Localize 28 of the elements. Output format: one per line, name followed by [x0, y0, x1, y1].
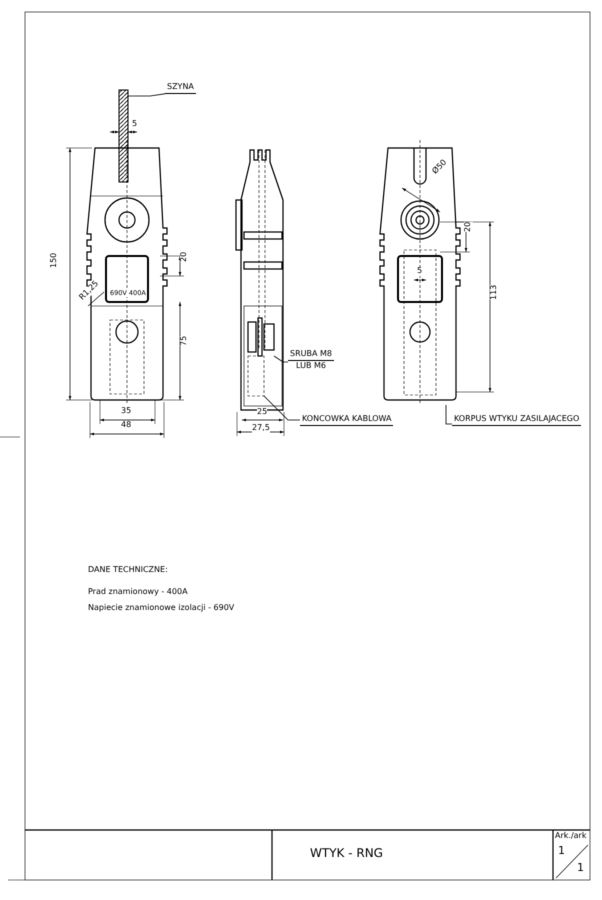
spec-text: Prad znamionowy - 400A — [88, 588, 188, 597]
dimension-label: 150 — [50, 252, 59, 268]
dimension-label: 48 — [121, 421, 132, 430]
leader-line — [274, 356, 288, 362]
dimension-label: 20 — [464, 222, 473, 232]
sheet-label: Ark./ark — [555, 832, 586, 841]
heading-text: DANE TECHNICZNE: — [88, 566, 168, 575]
spec-text: Napiecie znamionowe izolacji - 690V — [88, 604, 234, 613]
dimension-label: 27,5 — [252, 424, 270, 433]
busbar-drawing — [118, 90, 128, 182]
dimension-label: 5 — [132, 120, 138, 129]
plug-body-drawing — [379, 140, 461, 406]
dimension-label: 25 — [257, 408, 268, 417]
leader-line — [128, 93, 166, 96]
dimension-label: 75 — [180, 336, 189, 346]
leader-line — [446, 404, 452, 424]
dimension-label: 5 — [417, 267, 422, 276]
leader-line — [264, 396, 300, 420]
callout-label: SZYNA — [165, 82, 196, 94]
dimension-label: 20 — [180, 252, 189, 262]
screw-drawing — [247, 317, 275, 357]
dimension-label: 113 — [490, 284, 499, 300]
drawing-title: WTYK - RNG — [310, 847, 383, 860]
callout-label: KORPUS WTYKU ZASILAJACEGO — [452, 414, 582, 426]
callout-label: SRUBA M8 LUB M6 — [288, 349, 334, 372]
callout-label: KONCOWKA KABLOWA — [300, 414, 394, 426]
cable-lug-outline — [248, 356, 264, 396]
dimension-label: 35 — [121, 407, 132, 416]
